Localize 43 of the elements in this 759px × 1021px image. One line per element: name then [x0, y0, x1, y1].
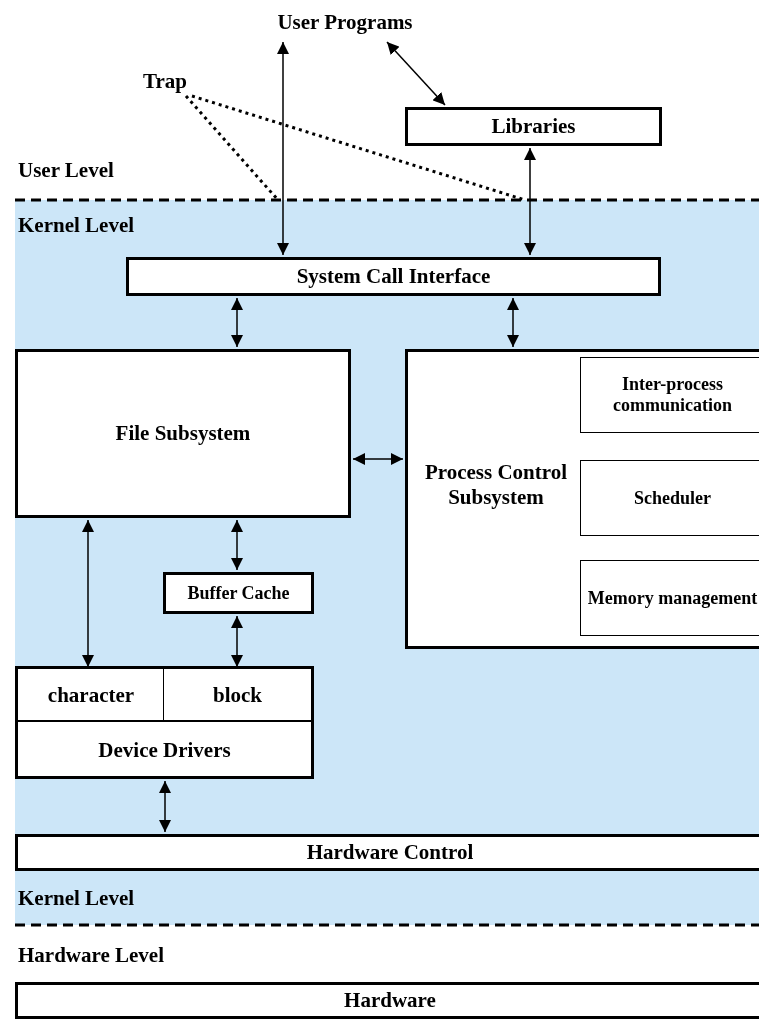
- box-label: Inter-process communication: [612, 374, 733, 416]
- box-label: Memory management: [587, 587, 758, 609]
- level-label: Hardware Level: [18, 943, 164, 968]
- leader-line: [184, 95, 280, 201]
- level-label: Kernel Level: [18, 212, 135, 238]
- box-label: Hardware Control: [306, 840, 474, 865]
- level-label: Kernel Level: [18, 885, 135, 911]
- box-label: Libraries: [491, 114, 576, 139]
- arrow: [159, 780, 171, 833]
- node-label: Trap: [125, 66, 205, 96]
- arrow: [352, 453, 404, 465]
- subsystem-box: [405, 349, 759, 649]
- interface-box: [126, 257, 661, 296]
- box-label: Hardware: [344, 988, 436, 1013]
- subsystem-box: [15, 349, 351, 518]
- kernel-level-region: [15, 200, 759, 925]
- box-label: Process Control Subsystem: [423, 460, 569, 510]
- node-label: User Programs: [210, 4, 480, 40]
- box-label: Buffer Cache: [187, 582, 290, 604]
- box-label: Scheduler: [634, 487, 711, 509]
- arrow: [524, 147, 536, 256]
- box-label: System Call Interface: [296, 264, 491, 289]
- box-label: block: [213, 683, 262, 708]
- hardware-box: [15, 982, 759, 1019]
- control-box: [15, 834, 759, 871]
- arrow: [277, 41, 289, 256]
- box-label: character: [47, 683, 135, 708]
- arrow: [231, 297, 243, 348]
- module-box: [580, 460, 759, 536]
- arrow: [386, 41, 446, 106]
- arrow: [82, 519, 94, 668]
- box-label: Device Drivers: [98, 737, 231, 763]
- module-box: [580, 357, 759, 433]
- cache-box: [163, 572, 314, 614]
- driver-cell: [18, 669, 164, 722]
- box-label: File Subsystem: [115, 421, 251, 446]
- arrow: [231, 519, 243, 571]
- library-box: [405, 107, 662, 146]
- arrow: [231, 615, 243, 668]
- driver-box: [15, 666, 314, 779]
- level-label: User Level: [18, 158, 114, 183]
- arrow: [507, 297, 519, 348]
- module-box: [580, 560, 759, 636]
